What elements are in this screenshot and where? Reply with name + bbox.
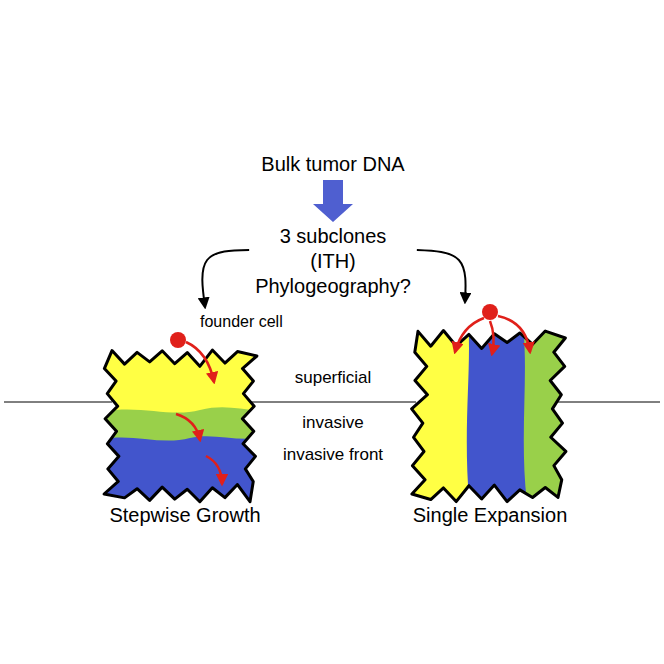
founder-cell-dot [170, 332, 186, 348]
curved-arrow [417, 250, 466, 302]
heading-text: Bulk tumor DNA [257, 152, 408, 177]
block-arrow [313, 180, 353, 222]
question-block: 3 subclones (ITH)Phylogeography? [251, 224, 415, 299]
stepwise-tumor-bands [100, 340, 270, 510]
diagram-text: Bulk tumor DNA [261, 152, 404, 177]
tumor-outline [104, 350, 257, 502]
diagram-text: 3 subclones (ITH) [271, 224, 396, 274]
diagram-text: Phylogeography? [255, 274, 411, 299]
tumor-model: Single Expansion [400, 300, 580, 528]
tumor-model: Stepwise Growth [95, 305, 275, 528]
growth-arrows [176, 316, 530, 484]
tumor-outline [412, 331, 566, 502]
callout-label: founder cell [200, 311, 283, 332]
layer-label: invasive front [283, 444, 383, 465]
founder-cell-dot [482, 304, 498, 320]
surface-line [4, 402, 660, 403]
model-caption: Single Expansion [400, 503, 580, 528]
single-expansion-bands [400, 320, 580, 510]
curved-arrow [202, 250, 249, 307]
layer-label: invasive [302, 412, 363, 433]
layer-label: superficial [295, 367, 372, 388]
model-caption: Stepwise Growth [95, 503, 275, 528]
